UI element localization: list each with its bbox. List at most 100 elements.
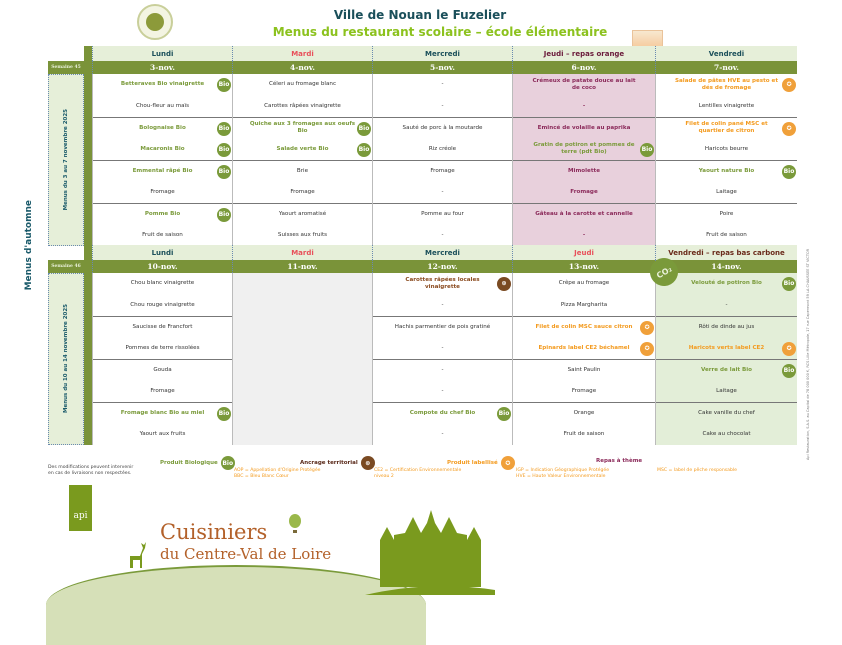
menu-item-text: Salade verte Bio bbox=[276, 145, 329, 152]
menu-item: Fromage bbox=[93, 182, 232, 204]
menu-item-text: Velouté de potiron Bio bbox=[691, 280, 762, 287]
menu-item: Pizza Margharita bbox=[513, 295, 655, 317]
menu-item: - bbox=[373, 424, 512, 446]
menu-item: Gouda bbox=[93, 359, 232, 381]
day-name: Mardi bbox=[232, 46, 372, 61]
menu-item-text: Hachis parmentier de pois gratiné bbox=[394, 323, 491, 330]
menu-item: Pomme Bio Bio bbox=[93, 203, 232, 225]
menu-item: Fruit de saison bbox=[513, 424, 655, 446]
bio-icon: Bio bbox=[357, 122, 371, 136]
label-icon: ✪ bbox=[640, 341, 654, 356]
menu-item-text: Filet de colin MSC sauce citron bbox=[535, 323, 633, 330]
menu-item-text: Chou rouge vinaigrette bbox=[130, 301, 195, 308]
menu-item-text: Pommes de terre rissolées bbox=[125, 344, 200, 351]
menu-item-text: Lentilles vinaigrette bbox=[698, 102, 755, 109]
menu-item-text: Fromage bbox=[150, 188, 175, 195]
menu-item-text: Verre de lait Bio bbox=[700, 366, 753, 373]
day-date: 4-nov. bbox=[232, 61, 372, 74]
deer-icon bbox=[130, 542, 146, 568]
menu-item-text: Pomme au four bbox=[421, 210, 464, 217]
menu-item: - bbox=[373, 74, 512, 96]
day-date: 12-nov. bbox=[372, 260, 512, 273]
menu-item: Poire bbox=[656, 203, 797, 225]
day-date: 10-nov. bbox=[92, 260, 232, 273]
menu-item-text: Emmental râpé Bio bbox=[132, 167, 193, 174]
menu-item-text: - bbox=[441, 301, 444, 308]
menu-item-text: Betteraves Bio vinaigrette bbox=[120, 81, 205, 88]
day-date: 13-nov. bbox=[512, 260, 655, 273]
menu-item-text: Chou blanc vinaigrette bbox=[130, 280, 195, 287]
label-icon: ✪ bbox=[782, 341, 796, 356]
menu-item-text: Pizza Margharita bbox=[560, 301, 608, 308]
season-label: Menus d'automne bbox=[24, 200, 34, 291]
menu-item-text: Carottes râpées vinaigrette bbox=[264, 102, 341, 109]
day-menu: Carottes râpées locales vinaigrette⊛-Hac… bbox=[372, 273, 512, 445]
week-side-panel bbox=[48, 273, 84, 445]
menu-item-text: Pomme Bio bbox=[144, 210, 181, 217]
menu-item: Saint Paulin bbox=[513, 359, 655, 381]
menu-item-text: Crémeux de patate douce au lait de coco bbox=[532, 77, 636, 91]
menu-item: - bbox=[513, 225, 655, 247]
bio-icon: Bio bbox=[782, 165, 796, 179]
menu-item-text: Epinards label CE2 béchamel bbox=[538, 344, 630, 351]
week-number: Semaine 46 bbox=[48, 260, 84, 273]
menu-item: Orange bbox=[513, 402, 655, 424]
menu-item-text: Mimolette bbox=[567, 167, 600, 174]
day-menu: Salade de pâtes HVE au pesto et dés de f… bbox=[655, 74, 797, 246]
menu-item: Gratin de potiron et pommes de terre (pd… bbox=[513, 139, 655, 161]
menu-item: Filet de colin pané MSC et quartier de c… bbox=[656, 117, 797, 139]
week-range-text: Menus du 10 au 14 novembre 2025 bbox=[63, 304, 69, 414]
menu-item-text: Sauté de porc à la moutarde bbox=[402, 124, 483, 131]
menu-item-text: Emincé de volaille au paprika bbox=[537, 124, 631, 131]
legend-label: Produit labellisé✪ bbox=[447, 456, 515, 470]
week-2: Semaine 46 Menus du 10 au 14 novembre 202… bbox=[48, 245, 797, 445]
bio-icon: Bio bbox=[217, 208, 231, 222]
legal-note: Api Restauration, S.A.S. au Capital de 7… bbox=[806, 248, 810, 460]
day-name: Mercredi bbox=[372, 245, 512, 260]
menu-item: Chou blanc vinaigrette bbox=[93, 273, 232, 295]
menu-item-text: Laitage bbox=[716, 387, 737, 394]
menu-item: Sauté de porc à la moutarde bbox=[373, 117, 512, 139]
menu-item: Mimolette bbox=[513, 160, 655, 182]
menu-item-text: Gratin de potiron et pommes de terre (pd… bbox=[533, 142, 635, 156]
menu-item: Saucisse de Francfort bbox=[93, 316, 232, 338]
legend-ce2: CE2 = Certification Environnementale niv… bbox=[374, 468, 462, 479]
menu-item-text: - bbox=[441, 81, 444, 88]
week-range-label: Menus du 10 au 14 novembre 2025 bbox=[48, 273, 84, 445]
label-icon: ✪ bbox=[782, 122, 796, 136]
menu-item-text: Crêpe au fromage bbox=[558, 280, 610, 287]
castle-illustration bbox=[365, 510, 495, 595]
menu-item: Brie bbox=[233, 160, 372, 182]
day-date: 6-nov. bbox=[512, 61, 655, 74]
menu-item: Filet de colin MSC sauce citron✪ bbox=[513, 316, 655, 338]
changes-note: Des modifications peuvent intervenir en … bbox=[48, 465, 134, 476]
menu-item-text: Fromage blanc Bio au miel bbox=[120, 409, 205, 416]
menu-item: Haricots verts label CE2✪ bbox=[656, 338, 797, 360]
menu-item-text: - bbox=[582, 231, 586, 238]
balloon-icon bbox=[289, 514, 301, 533]
day-name: Jeudi bbox=[512, 245, 655, 260]
menu-item-text: Gâteau à la carotte et cannelle bbox=[535, 210, 633, 217]
menu-item: - bbox=[373, 338, 512, 360]
menu-item: Pommes de terre rissolées bbox=[93, 338, 232, 360]
menu-item-text: Saint Paulin bbox=[567, 366, 601, 373]
page-title: Ville de Nouan le Fuzelier bbox=[333, 8, 507, 22]
legend-local: Ancrage territorial⊛ bbox=[300, 456, 375, 470]
menu-item-text: - bbox=[441, 102, 444, 109]
menu-item-text: Gouda bbox=[153, 366, 172, 373]
day-date: 3-nov. bbox=[92, 61, 232, 74]
